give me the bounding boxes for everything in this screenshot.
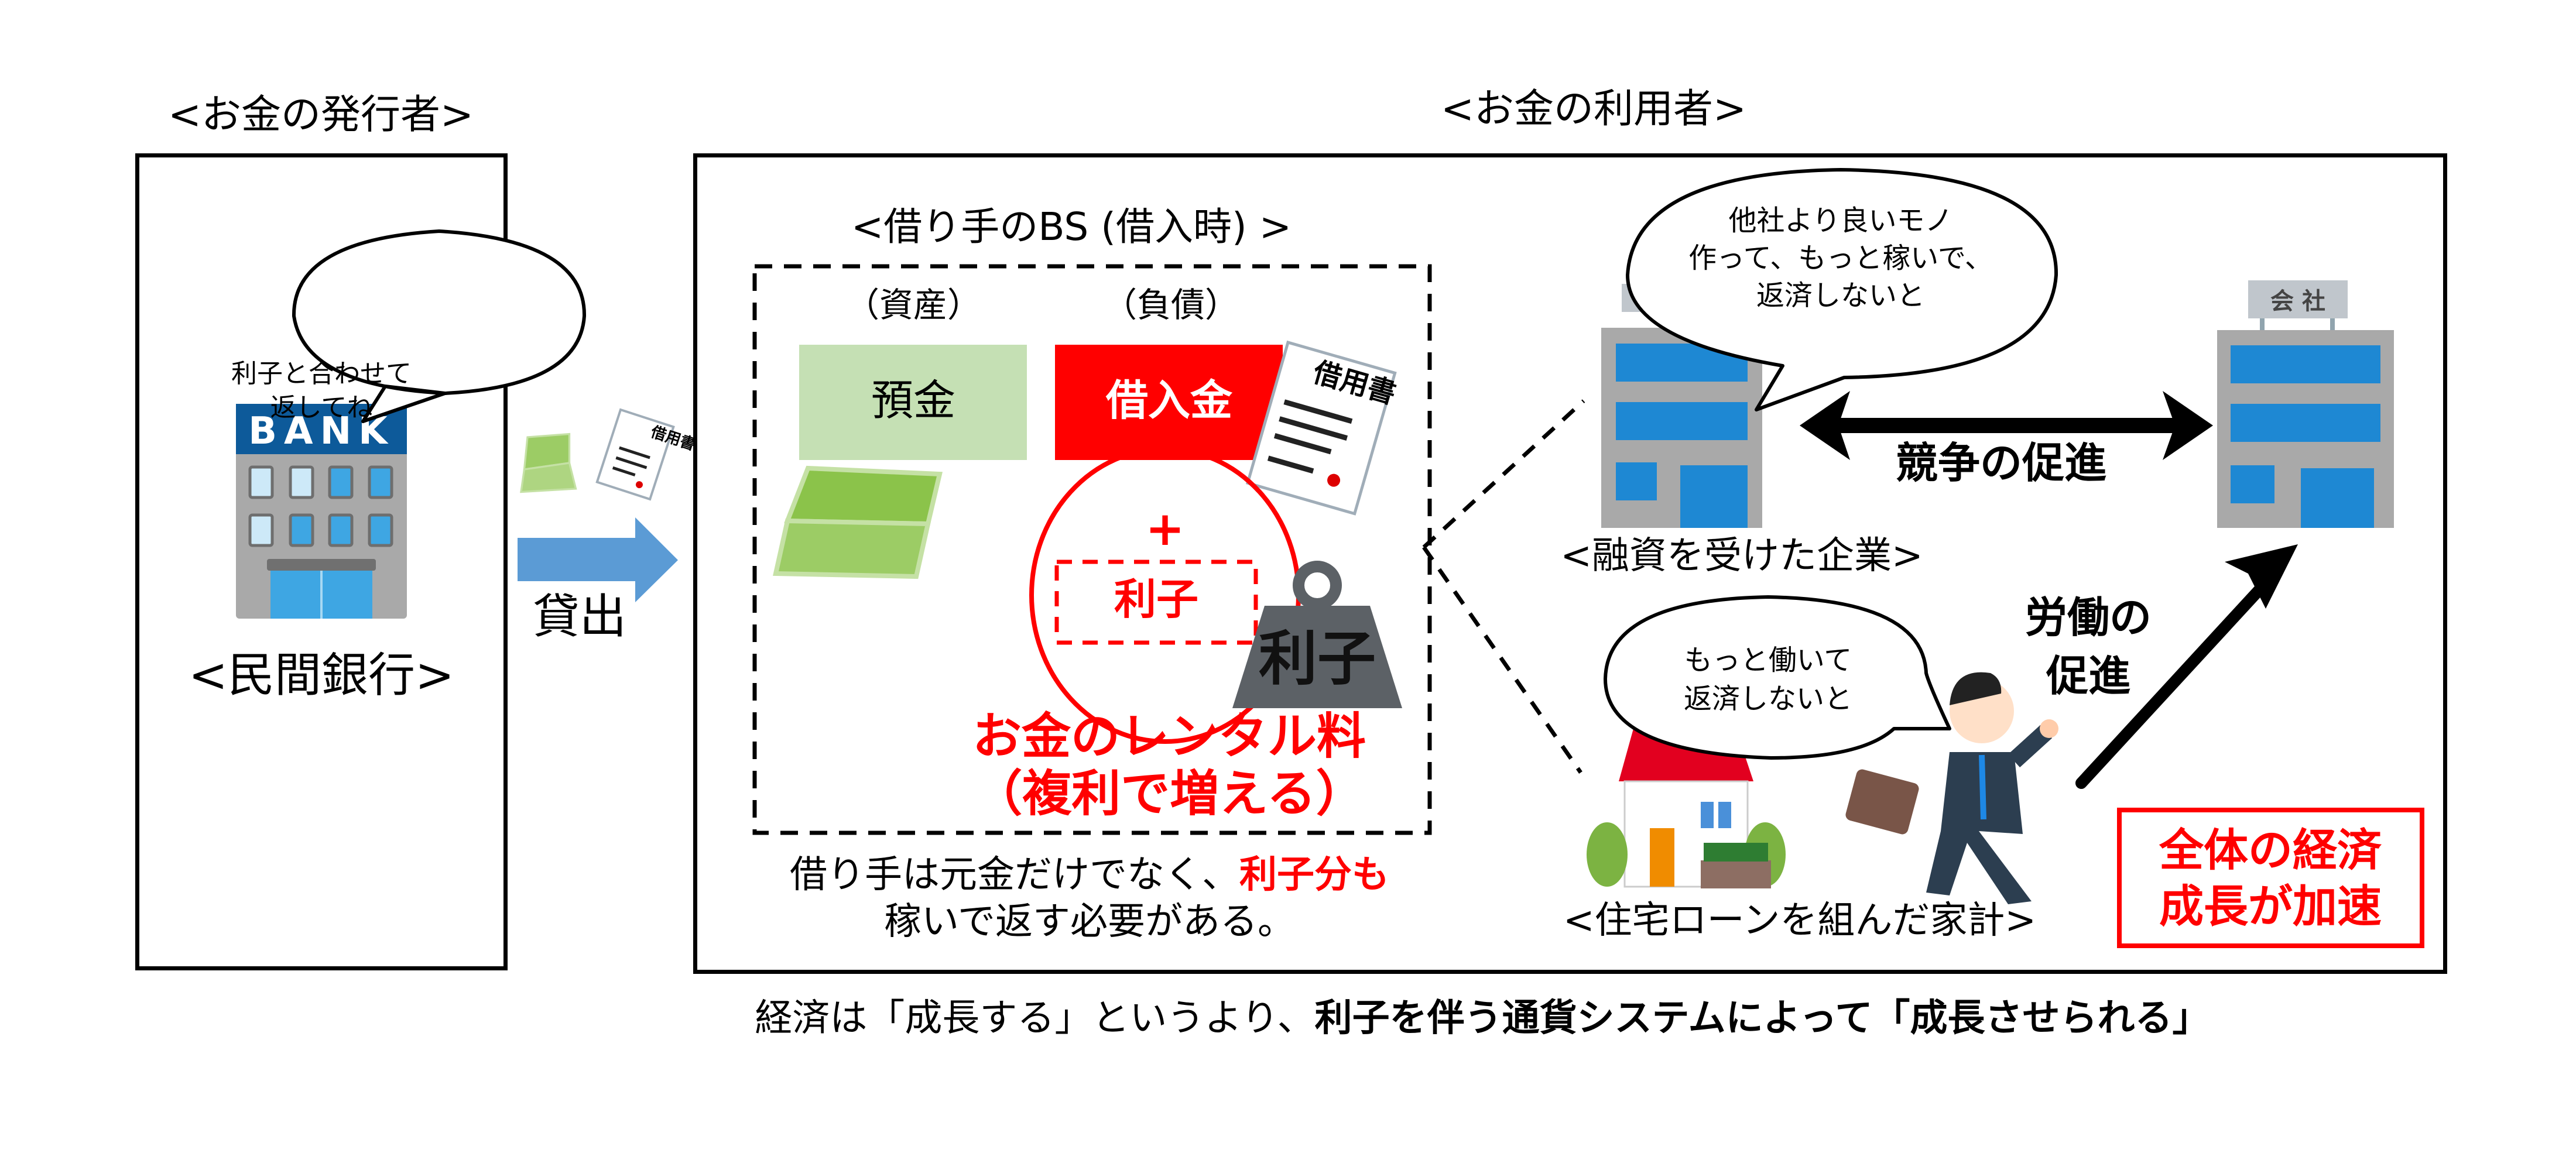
liability-loan-label: 借入金 [1105, 376, 1233, 425]
borrowing-company-building-icon [1601, 284, 1762, 528]
household-speech-bubble [1604, 595, 1951, 760]
borrower-note-line1: 借り手は元金だけでなく、利子分も [790, 854, 1389, 895]
labor-label-line: 労働の [2025, 593, 2152, 642]
interest-weight-icon [1232, 561, 1402, 708]
result-line: 成長が加速 [2159, 880, 2382, 932]
interest-dashed-box [1054, 560, 1258, 645]
borrower-note-emphasis: 利子分も [1239, 853, 1389, 897]
company-speech-line: 作って、もっと稼いで、 [1688, 242, 1993, 274]
bottom-caption: 経済は「成長する」というより、利子を伴う通貨システムによって「成長させられる」 [755, 998, 2210, 1039]
assets-header: （資産） [845, 285, 982, 325]
lending-arrow-icon [518, 517, 678, 602]
plus-sign: + [1145, 502, 1185, 556]
bank-speech-bubble [292, 229, 587, 423]
company-speech-text: 他社より良いモノ 作って、もっと稼いで、 返済しないと [1688, 202, 1993, 314]
competition-label: 競争の促進 [1895, 438, 2107, 488]
liabilities-header: （負債） [1102, 285, 1239, 325]
user-section-title: <お金の利用者> [1441, 86, 1746, 132]
result-box [2117, 808, 2424, 948]
caption-plain: 経済は「成長する」というより、 [755, 997, 1315, 1040]
bank-speech-text: 利子と合わせて 返してね [231, 357, 412, 425]
labor-arrow-icon [2075, 544, 2298, 789]
labor-label: 労働の 促進 [2025, 588, 2152, 705]
bank-speech-line: 返してね [270, 393, 373, 423]
bank-label: <民間銀行> [188, 648, 455, 702]
company-label: <融資を受けた企業> [1560, 534, 1923, 578]
asset-deposit-label: 預金 [871, 376, 956, 425]
liability-loan-block [1055, 345, 1283, 460]
competition-double-arrow-icon [1800, 391, 2213, 460]
household-speech-text: もっと働いて 返済しないと [1684, 641, 1852, 718]
household-speech-line: 返済しないと [1683, 682, 1853, 715]
borrower-note-plain: 借り手は元金だけでなく、 [790, 853, 1239, 897]
lending-label: 貸出 [533, 589, 626, 644]
company-speech-line: 返済しないと [1756, 279, 1925, 312]
labor-label-line: 促進 [2046, 651, 2131, 701]
company-speech-line: 他社より良いモノ [1728, 204, 1953, 237]
bank-speech-line: 利子と合わせて [231, 359, 412, 389]
running-worker-icon [1845, 672, 2058, 904]
loan-document-icon [595, 408, 675, 501]
household-label: <住宅ローンを組んだ家計> [1563, 899, 2037, 942]
interest-label: 利子 [1114, 575, 1199, 624]
bs-title: <借り手のBS (借入時) > [851, 204, 1292, 249]
passbook-icon [773, 465, 943, 579]
connector-to-company [1422, 399, 1585, 549]
result-line: 全体の経済 [2159, 824, 2382, 876]
rival-company-building-icon [2217, 280, 2394, 528]
company-speech-bubble [1626, 168, 2058, 411]
passbook-icon [520, 433, 577, 493]
borrower-note-line2: 稼いで返す必要がある。 [883, 900, 1296, 943]
rental-fee-line1: お金のレンタル料 [972, 708, 1366, 765]
bs-dashed-frame [752, 264, 1432, 835]
result-text: 全体の経済 成長が加速 [2159, 822, 2382, 935]
household-speech-line: もっと働いて [1684, 644, 1852, 677]
connector-to-household [1422, 546, 1582, 774]
asset-deposit-block [799, 345, 1027, 460]
rental-fee-line2: （複利で増える） [973, 765, 1365, 822]
rival-company-sign: 会 社 [2270, 288, 2325, 315]
issuer-section-title: <お金の発行者> [168, 92, 474, 138]
caption-emphasis: 利子を伴う通貨システムによって「成長させられる」 [1314, 997, 2210, 1040]
loan-document-icon [1245, 340, 1397, 516]
weight-label: 利子 [1259, 624, 1376, 693]
